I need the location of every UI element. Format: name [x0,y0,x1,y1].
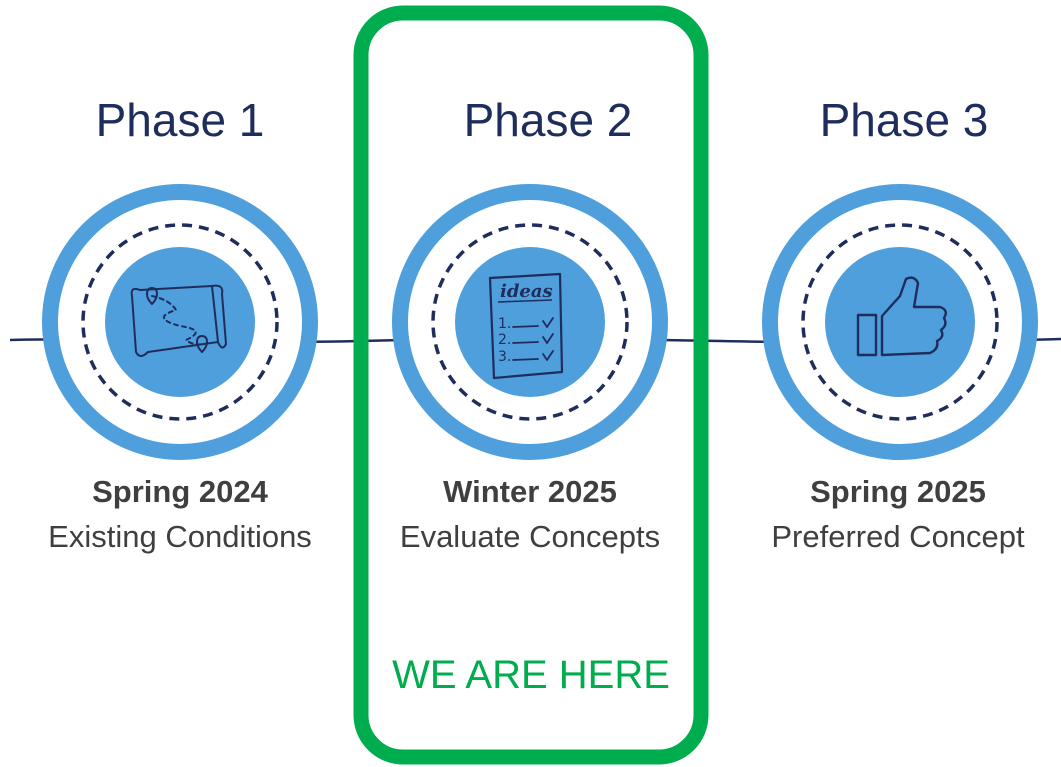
list-number-1: 1. [498,316,511,332]
phase-1-title: Phase 1 [95,94,265,146]
phase-2-description: Evaluate Concepts [399,519,661,554]
map-scroll-icon [130,284,227,357]
phase-1-description: Existing Conditions [48,519,312,554]
ideas-text: ideas [500,281,553,302]
phase-3-date: Spring 2025 [810,474,986,509]
phase-1-date: Spring 2024 [92,474,268,509]
phase-2-node: ideas 1. 2. 3. [392,184,668,460]
we-are-here-label: WE ARE HERE [392,653,670,697]
list-number-2: 2. [498,332,511,348]
phase-3-description: Preferred Concept [771,519,1025,554]
phase-3-node [762,184,1038,460]
thumbs-up-icon [856,276,947,357]
phase-2-date: Winter 2025 [443,474,617,509]
current-phase-highlight [353,5,709,765]
phase-3-title: Phase 3 [819,94,989,146]
list-number-3: 3. [498,349,511,365]
phase-2-title: Phase 2 [463,94,633,146]
phase-1-node [42,184,318,460]
ideas-checklist-icon: ideas 1. 2. 3. [488,272,564,380]
